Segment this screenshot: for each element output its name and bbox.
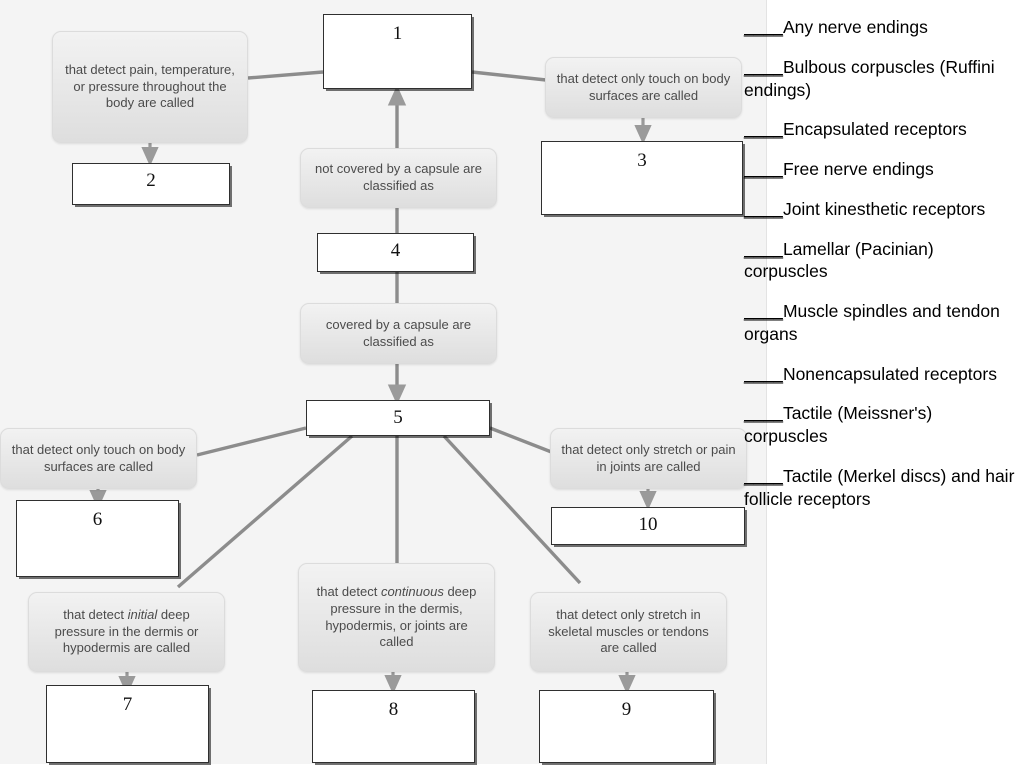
word-bank-item-6[interactable]: ____Lamellar (Pacinian) corpuscles (744, 238, 1020, 284)
answer-box-2-label: 2 (146, 170, 156, 191)
word-bank-item-10[interactable]: ____Tactile (Merkel discs) and hair foll… (744, 465, 1020, 511)
answer-blank-7[interactable]: ____ (744, 301, 783, 321)
answer-box-10[interactable]: 10 (551, 507, 745, 545)
answer-box-6-label: 6 (92, 509, 103, 530)
prompt-initial-deep-pressure: that detect initial deep pressure in the… (28, 592, 225, 672)
prompt-covered-by-capsule: covered by a capsule are classified as (300, 303, 497, 364)
word-bank-label-1: Any nerve endings (782, 17, 928, 37)
word-bank-label-7: Muscle spindles and tendon organs (744, 301, 1005, 344)
answer-blank-8[interactable]: ____ (744, 363, 783, 384)
prompt-touch-body-surfaces-left: that detect only touch on body surfaces … (0, 428, 197, 489)
word-bank-item-8[interactable]: ____Nonencapsulated receptors (744, 363, 1020, 386)
word-bank-label-2: Bulbous corpuscles (Ruffini endings) (744, 56, 1000, 100)
answer-box-6[interactable]: 6 (16, 500, 179, 577)
prompt-touch-left-text: that detect only touch on body surfaces … (11, 441, 186, 474)
answer-blank-9[interactable]: ____ (744, 403, 783, 424)
answer-box-8-label: 8 (388, 699, 399, 720)
answer-box-5-label: 5 (393, 407, 403, 428)
answer-box-8[interactable]: 8 (312, 690, 475, 763)
answer-box-3-label: 3 (637, 150, 647, 171)
prompt-continuous-text-a: that detect (316, 583, 381, 599)
answer-blank-1[interactable]: ____ (744, 17, 783, 37)
prompt-pain-temperature-pressure: that detect pain, temperature, or pressu… (52, 31, 248, 143)
word-bank-label-6: Lamellar (Pacinian) corpuscles (744, 238, 939, 282)
word-bank-list: ____Any nerve endings ____Bulbous corpus… (744, 0, 1024, 770)
prompt-touch-top-text: that detect only touch on body surfaces … (556, 70, 731, 103)
word-bank-label-5: Joint kinesthetic receptors (782, 198, 986, 219)
answer-box-7[interactable]: 7 (46, 685, 209, 763)
answer-box-7-label: 7 (122, 694, 133, 715)
answer-box-1-label: 1 (392, 23, 403, 44)
prompt-stretch-skeletal-muscles: that detect only stretch in skeletal mus… (530, 592, 727, 672)
answer-box-4-label: 4 (390, 240, 401, 261)
answer-box-9-label: 9 (621, 699, 632, 720)
answer-blank-6[interactable]: ____ (744, 238, 783, 259)
answer-box-9[interactable]: 9 (539, 690, 714, 763)
prompt-covered-text: covered by a capsule are classified as (325, 316, 472, 349)
word-bank-item-3[interactable]: ____Encapsulated receptors (744, 118, 1020, 141)
answer-blank-10[interactable]: ____ (744, 465, 783, 486)
prompt-not-covered-text: not covered by a capsule are classified … (315, 161, 482, 193)
word-bank-item-1[interactable]: ____Any nerve endings (744, 16, 1020, 39)
word-bank-label-3: Encapsulated receptors (782, 119, 967, 140)
prompt-stretch-joints-text: that detect only stretch or pain in join… (561, 441, 736, 474)
answer-box-10-label: 10 (638, 514, 658, 535)
prompt-continuous-emphasis: continuous (380, 583, 444, 599)
answer-blank-4[interactable]: ____ (744, 159, 783, 179)
prompt-initial-text: that detect initial deep pressure in the… (37, 607, 216, 658)
answer-blank-3[interactable]: ____ (744, 119, 783, 140)
word-bank-label-8: Nonencapsulated receptors (782, 363, 997, 384)
word-bank-item-4[interactable]: ____Free nerve endings (744, 158, 1020, 181)
prompt-stretch-muscle-text: that detect only stretch in skeletal mus… (548, 606, 709, 656)
connector-layer (89, 70, 657, 696)
prompt-continuous-text: that detect continuous deep pressure in … (307, 584, 486, 652)
prompt-not-covered-by-capsule: not covered by a capsule are classified … (300, 148, 497, 208)
word-bank-item-2[interactable]: ____Bulbous corpuscles (Ruffini endings) (744, 56, 1020, 102)
word-bank-label-4: Free nerve endings (782, 159, 934, 179)
answer-box-1[interactable]: 1 (323, 14, 472, 89)
answer-blank-2[interactable]: ____ (744, 56, 783, 77)
prompt-initial-emphasis: initial (127, 606, 158, 622)
answer-box-4[interactable]: 4 (317, 233, 474, 272)
word-bank-item-9[interactable]: ____Tactile (Meissner's) corpuscles (744, 402, 1020, 448)
answer-box-2[interactable]: 2 (72, 163, 230, 205)
word-bank-label-10: Tactile (Merkel discs) and hair follicle… (744, 465, 1020, 509)
prompt-touch-body-surfaces-top: that detect only touch on body surfaces … (545, 57, 742, 118)
answer-box-5[interactable]: 5 (306, 400, 490, 436)
prompt-continuous-deep-pressure: that detect continuous deep pressure in … (298, 563, 495, 672)
word-bank-item-5[interactable]: ____Joint kinesthetic receptors (744, 198, 1020, 221)
prompt-continuous-text-b: deep pressure in the dermis, hypodermis,… (325, 583, 477, 650)
prompt-stretch-pain-joints: that detect only stretch or pain in join… (550, 428, 747, 489)
prompt-initial-text-b: deep pressure in the dermis or hypodermi… (54, 606, 199, 656)
prompt-initial-text-a: that detect (63, 606, 128, 622)
word-bank-item-7[interactable]: ____Muscle spindles and tendon organs (744, 300, 1020, 346)
answer-box-3[interactable]: 3 (541, 141, 743, 215)
prompt-pain-text: that detect pain, temperature, or pressu… (65, 61, 235, 111)
answer-blank-5[interactable]: ____ (744, 198, 783, 219)
word-bank-label-9: Tactile (Meissner's) corpuscles (744, 403, 938, 446)
